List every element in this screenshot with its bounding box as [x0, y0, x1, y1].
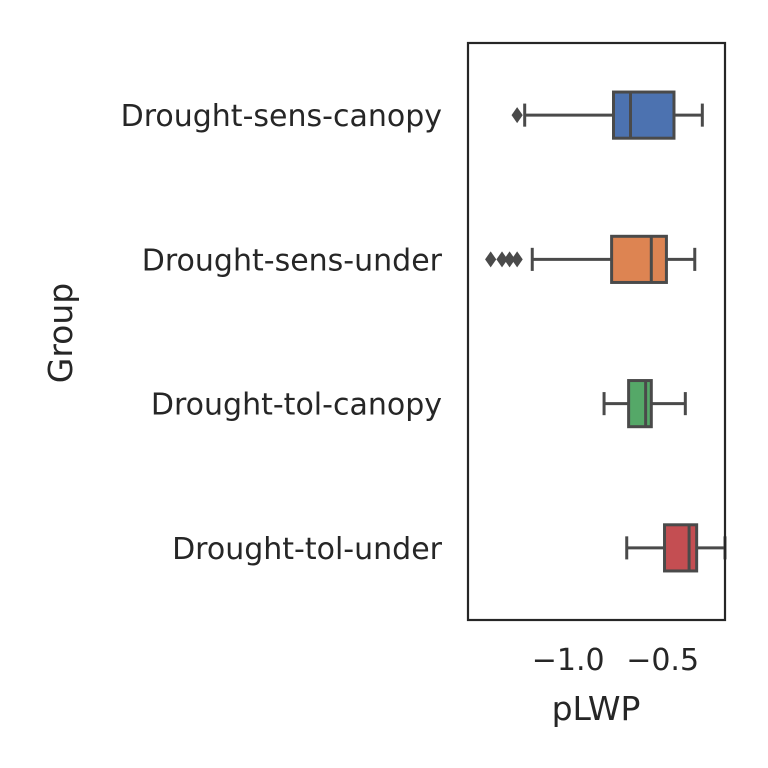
outlier-point	[503, 251, 516, 268]
box-group	[602, 379, 687, 429]
box-iqr	[612, 90, 676, 140]
box-group	[485, 234, 697, 284]
box-group	[625, 523, 727, 573]
box-iqr	[610, 234, 668, 284]
x-axis-label: pLWP	[552, 689, 641, 728]
box-group	[511, 90, 704, 140]
x-axis-ticks: −1.0 −0.5	[532, 643, 699, 678]
y-axis-label: Group	[41, 283, 80, 383]
x-tick-label: −1.0	[532, 643, 605, 678]
outlier-point	[511, 251, 523, 268]
x-tick-label: −0.5	[626, 643, 699, 678]
outlier-point	[496, 251, 508, 268]
box-iqr	[627, 379, 653, 429]
category-label: Drought-sens-canopy	[121, 99, 442, 134]
box-series	[485, 90, 727, 573]
category-label: Drought-sens-under	[142, 243, 443, 278]
category-label: Drought-tol-canopy	[151, 388, 442, 423]
category-labels: Drought-sens-canopyDrought-sens-underDro…	[121, 99, 443, 567]
outlier-point	[511, 107, 523, 124]
category-label: Drought-tol-under	[172, 532, 443, 567]
outlier-point	[485, 251, 497, 268]
box-iqr	[663, 523, 699, 573]
plot-frame	[466, 41, 727, 622]
